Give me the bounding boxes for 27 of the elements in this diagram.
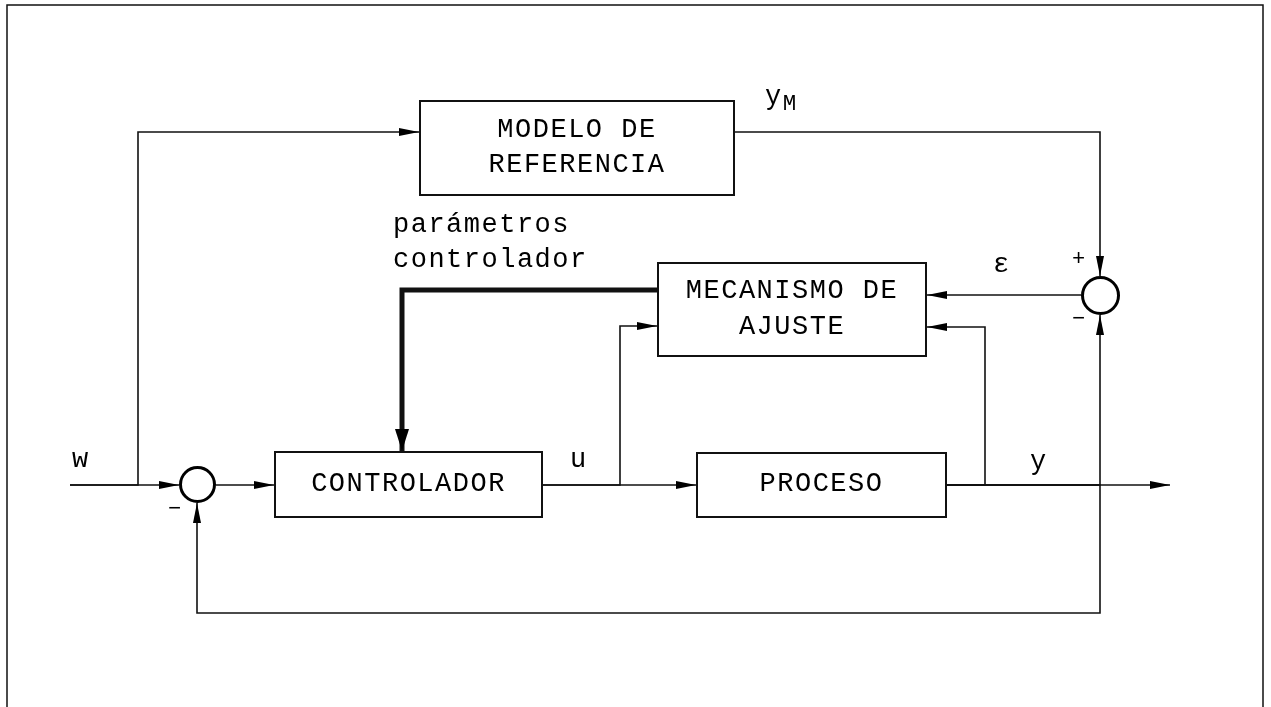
signal-label: parámetros controlador [393, 209, 589, 278]
block-box [419, 100, 735, 196]
sign-label: − [168, 496, 183, 524]
arrow [215, 481, 275, 489]
block-box [657, 262, 927, 357]
block-box [696, 452, 947, 518]
arrow [734, 131, 1104, 277]
signal-label: y [1030, 446, 1048, 479]
arrow [926, 291, 1082, 299]
summing-junction [1081, 276, 1120, 315]
block-label: CONTROLADOR [310, 467, 507, 501]
signal-label: ε [993, 249, 1011, 282]
block-box [274, 451, 543, 518]
summing-junction [179, 466, 216, 503]
signal-label: u [570, 444, 588, 477]
signal-label: w [72, 444, 90, 477]
arrow [926, 323, 986, 486]
arrow [395, 287, 657, 451]
block-label: PROCESO [758, 468, 885, 502]
block-label: MECANISMO DE AJUSTE [684, 275, 900, 344]
block-label: MODELO DE REFERENCIA [487, 113, 667, 182]
sign-label: + [1072, 246, 1087, 274]
arrow [542, 322, 658, 486]
arrow [69, 128, 420, 486]
sign-label: − [1072, 306, 1087, 334]
signal-label: y$_{M}$ [765, 81, 798, 120]
arrow [193, 484, 1101, 614]
